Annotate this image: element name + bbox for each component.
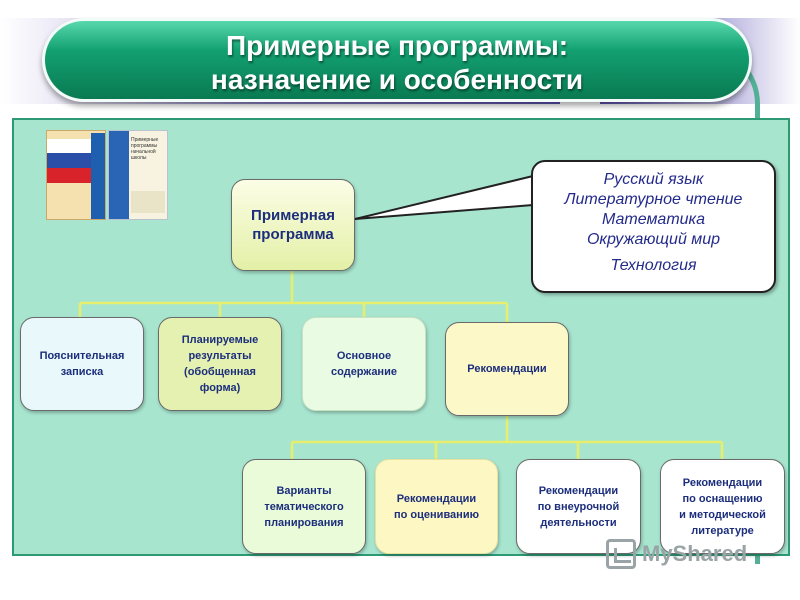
node-text: планирования (264, 516, 344, 529)
node-text: Рекомендации (467, 363, 547, 375)
book-cover-2: Примерные программы начальной школы (108, 130, 168, 220)
page-title: Примерные программы: назначение и особен… (42, 18, 752, 102)
watermark-text: MyShared (642, 541, 748, 566)
node-text: (обобщенная (184, 366, 256, 378)
title-line-1: Примерные программы: (225, 30, 569, 61)
node-explanatory-note: Пояснительная записка (20, 317, 144, 411)
node-text: Рекомендации (538, 484, 619, 497)
node-text: результаты (188, 350, 252, 362)
subject-literary-reading: Литературное чтение (564, 191, 743, 208)
node-extracurricular-recommendations: Рекомендации по внеурочной деятельности (516, 459, 641, 554)
node-text: содержание (331, 366, 397, 378)
root-node-model-program: Примерная программа (231, 179, 355, 271)
node-main-content: Основное содержание (302, 317, 426, 411)
node-text: Планируемые (181, 334, 259, 346)
subject-technology: Технология (610, 257, 697, 274)
node-text: Пояснительная (39, 350, 125, 362)
node-text: по оцениванию (394, 508, 479, 521)
node-text: Рекомендации (396, 492, 477, 505)
book-cover-1 (46, 130, 106, 220)
book-inner-text: Примерные программы начальной школы (131, 137, 159, 161)
subjects-callout: Русский язык Литературное чтение Математ… (531, 160, 776, 293)
callout-pointer (354, 175, 534, 220)
node-thematic-planning: Варианты тематического планирования (242, 459, 366, 554)
book-spine (91, 133, 105, 219)
root-line-1: Примерная (251, 207, 335, 224)
node-text: по внеурочной (537, 500, 620, 513)
subject-math: Математика (602, 211, 705, 228)
node-text: по оснащению (682, 492, 763, 505)
node-evaluation-recommendations: Рекомендации по оцениванию (375, 459, 498, 554)
node-planned-results: Планируемые результаты (обобщенная форма… (158, 317, 282, 411)
node-text: тематического (264, 500, 344, 513)
node-text: Варианты (276, 484, 332, 497)
watermark: MyShared (606, 536, 776, 572)
node-text: литературе (691, 524, 754, 537)
node-text: форма) (199, 382, 241, 394)
presentation-icon (606, 539, 636, 569)
node-text: Основное (336, 350, 392, 362)
node-text: и методической (679, 508, 766, 521)
node-equipment-recommendations: Рекомендации по оснащению и методической… (660, 459, 785, 554)
node-text: записка (60, 366, 104, 378)
node-text: Рекомендации (682, 476, 763, 489)
subject-russian: Русский язык (603, 171, 704, 188)
book-spine-2 (109, 131, 129, 219)
subject-world: Окружающий мир (586, 231, 721, 248)
book-covers-image: Примерные программы начальной школы (46, 130, 168, 220)
node-recommendations: Рекомендации (445, 322, 569, 416)
node-text: деятельности (540, 516, 617, 529)
title-line-2: назначение и особенности (210, 64, 584, 95)
root-line-2: программа (252, 226, 334, 243)
flag-graphic (47, 139, 105, 183)
